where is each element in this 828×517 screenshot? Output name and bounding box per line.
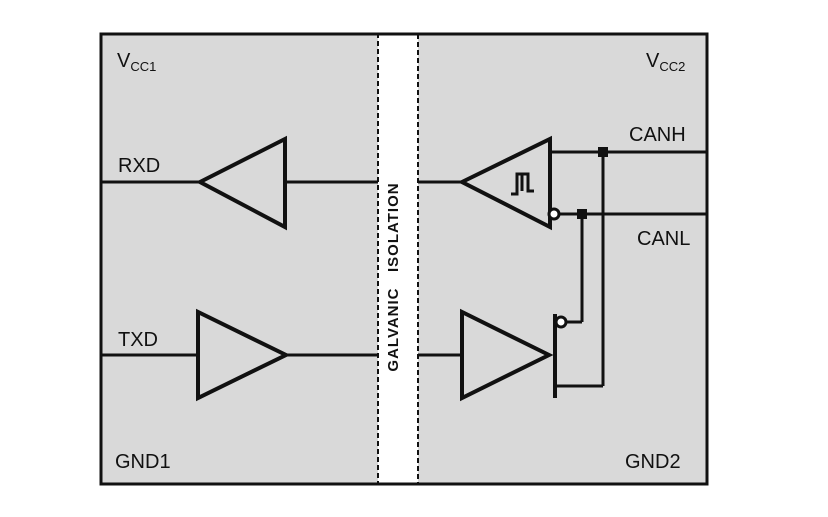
driver-inverting-bubble (554, 315, 568, 329)
driver-triangle (460, 308, 554, 402)
gnd2-label: GND2 (625, 451, 681, 473)
txd-label: TXD (118, 329, 158, 351)
txd-buffer-triangle (196, 308, 291, 402)
canh-label: CANH (629, 124, 686, 146)
gnd1-label: GND1 (115, 451, 171, 473)
vcc1-label: VCC1 (117, 50, 156, 74)
vcc2-label: VCC2 (646, 50, 685, 74)
rxd-label: RXD (118, 155, 160, 177)
receiver-comparator-triangle (457, 135, 552, 231)
receiver-inverting-bubble (547, 207, 561, 221)
right-domain-panel (418, 34, 707, 484)
outer-frame (99, 32, 709, 486)
left-domain-panel (101, 34, 378, 484)
isolation-label: GALVANIC ISOLATION (385, 182, 402, 371)
hysteresis-icon (511, 172, 534, 196)
canl-label: CANL (637, 228, 690, 250)
isolation-barrier (377, 33, 419, 485)
